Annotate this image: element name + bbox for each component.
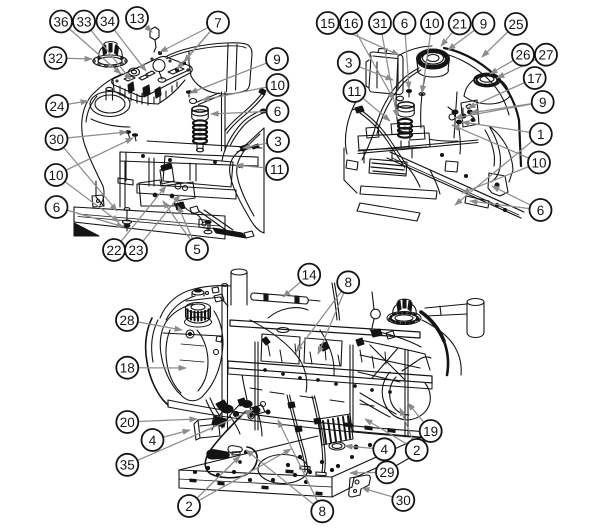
svg-text:22: 22 [106,243,121,258]
svg-text:32: 32 [48,51,63,66]
svg-text:15: 15 [320,16,335,31]
svg-text:13: 13 [129,11,144,26]
svg-text:28: 28 [119,313,134,328]
svg-text:33: 33 [76,14,91,29]
svg-text:31: 31 [372,16,387,31]
svg-text:30: 30 [49,132,64,147]
svg-text:9: 9 [539,95,547,110]
svg-text:5: 5 [193,242,201,257]
svg-text:10: 10 [531,155,546,170]
svg-text:35: 35 [120,458,135,473]
svg-text:3: 3 [345,56,353,71]
svg-text:2: 2 [185,499,193,514]
svg-text:11: 11 [347,84,361,99]
svg-text:3: 3 [274,134,282,149]
svg-text:26: 26 [515,48,530,63]
svg-text:6: 6 [401,16,409,31]
svg-text:34: 34 [100,14,116,29]
svg-text:14: 14 [302,267,318,282]
svg-text:8: 8 [319,504,327,519]
svg-text:6: 6 [537,203,545,218]
svg-text:24: 24 [49,99,65,114]
svg-text:20: 20 [120,415,135,430]
svg-text:4: 4 [381,442,389,457]
svg-text:10: 10 [48,168,63,183]
svg-text:1: 1 [537,127,545,142]
svg-text:7: 7 [214,15,222,30]
svg-text:10: 10 [270,78,285,93]
svg-text:19: 19 [423,424,438,439]
svg-text:6: 6 [274,104,282,119]
svg-text:4: 4 [149,433,157,448]
svg-text:18: 18 [120,361,135,376]
svg-text:23: 23 [128,243,143,258]
svg-text:29: 29 [379,465,394,480]
svg-text:25: 25 [508,17,523,32]
svg-text:2: 2 [413,443,421,458]
svg-text:16: 16 [343,16,358,31]
svg-text:17: 17 [527,71,542,86]
svg-text:21: 21 [452,16,467,31]
svg-text:9: 9 [480,16,488,31]
svg-text:36: 36 [53,14,68,29]
svg-text:6: 6 [53,200,61,215]
svg-text:9: 9 [273,52,281,67]
svg-text:8: 8 [344,275,352,290]
svg-text:10: 10 [424,16,439,31]
svg-text:27: 27 [538,48,553,63]
svg-text:30: 30 [396,493,411,508]
svg-text:11: 11 [270,162,284,177]
